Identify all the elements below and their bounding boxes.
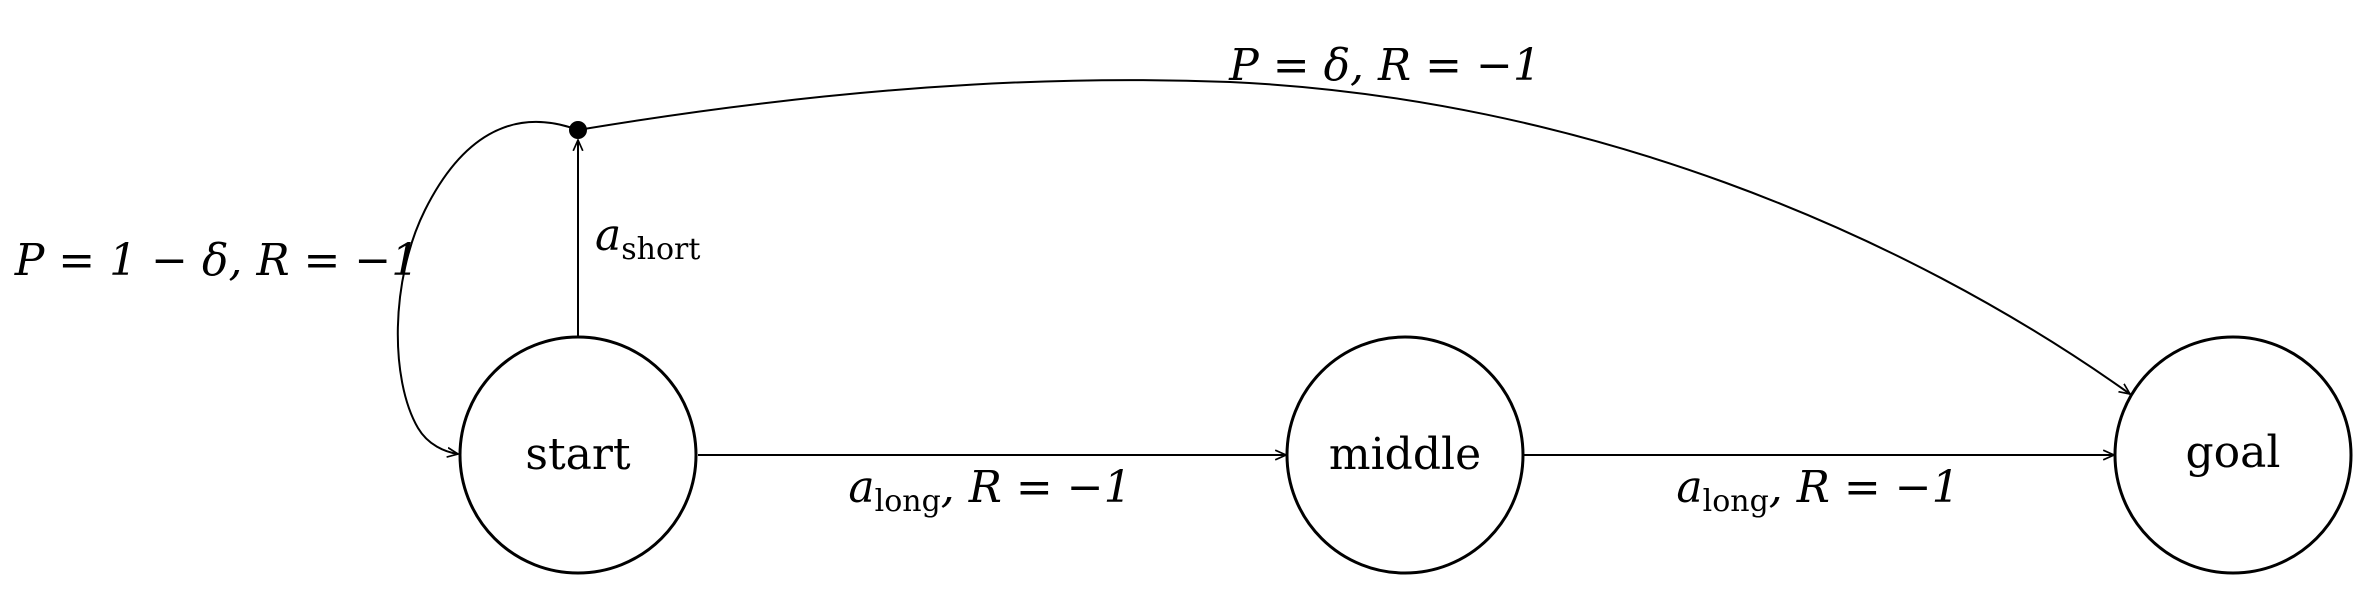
node-goal-label: goal — [2186, 427, 2281, 478]
failure-transition-label: P = 1 − δ, R = −1 — [14, 235, 420, 286]
start-to-middle-symbol: a — [848, 462, 874, 513]
chance-node-dot — [569, 121, 587, 139]
success-transition-edge — [577, 79, 2130, 394]
middle-to-goal-subscript: long — [1703, 484, 1769, 519]
short-action-symbol: a — [595, 210, 621, 261]
start-to-middle-subscript: long — [875, 484, 941, 519]
failure-transition-edge — [396, 121, 579, 454]
node-middle: middle — [1285, 335, 1525, 575]
node-start: start — [458, 335, 698, 575]
short-action-label: ashort — [595, 210, 700, 267]
start-to-middle-reward: , R = −1 — [941, 462, 1132, 513]
node-middle-label: middle — [1329, 429, 1481, 480]
start-to-middle-label: along, R = −1 — [848, 462, 1131, 519]
middle-to-goal-reward: , R = −1 — [1769, 462, 1960, 513]
node-goal: goal — [2113, 335, 2353, 575]
short-action-subscript: short — [621, 232, 700, 267]
success-transition-label: P = δ, R = −1 — [1228, 40, 1541, 91]
middle-to-goal-label: along, R = −1 — [1676, 462, 1959, 519]
middle-to-goal-symbol: a — [1676, 462, 1702, 513]
node-start-label: start — [525, 429, 631, 480]
